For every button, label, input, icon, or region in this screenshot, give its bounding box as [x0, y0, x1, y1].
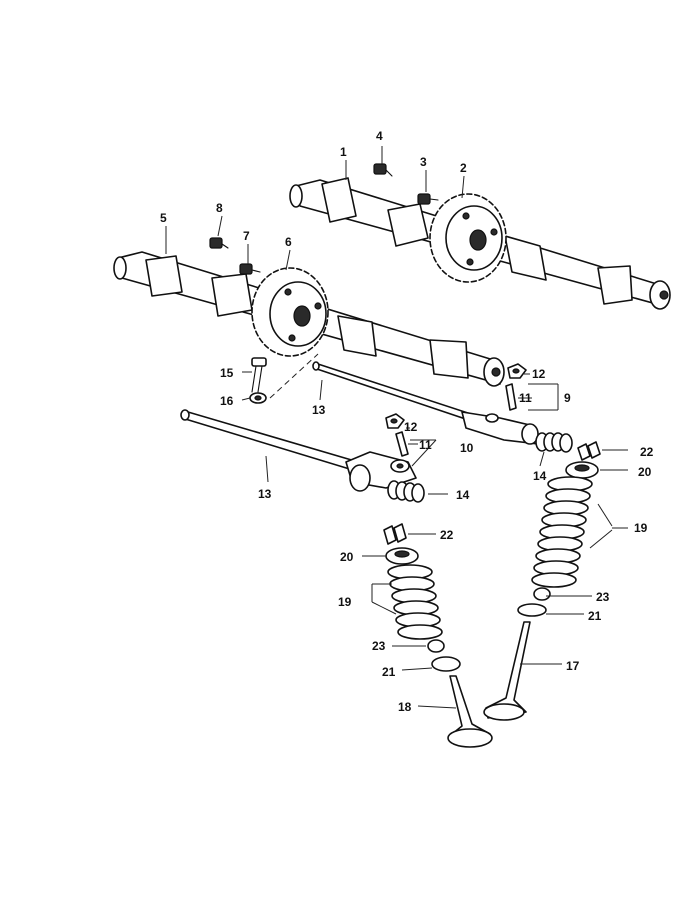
lower-sprocket-pin [209, 237, 229, 249]
upper-rocker-arm [461, 411, 539, 445]
callout-12-upper: 12 [532, 367, 546, 381]
spring-seat-left [431, 656, 461, 672]
callout-16: 16 [220, 394, 234, 408]
upper-cam-sprocket [429, 193, 507, 283]
upper-adjust-nut [507, 363, 527, 379]
callout-11-upper: 11 [519, 391, 532, 405]
valve-stem-seal-right [533, 587, 551, 601]
rocker-spring-lower [387, 480, 425, 503]
callout-7: 7 [243, 229, 250, 243]
lower-cam-sprocket [251, 267, 329, 357]
callout-22-left: 22 [440, 528, 454, 542]
valve-keepers-right [577, 441, 601, 461]
callout-20-right: 20 [638, 465, 652, 479]
leader-lines [165, 146, 628, 709]
valve-keepers-left [383, 523, 407, 545]
callout-21-right: 21 [588, 609, 602, 623]
callout-12-lower: 12 [404, 420, 418, 434]
callout-5: 5 [160, 211, 167, 225]
callout-19-right: 19 [634, 521, 648, 535]
callout-23-right: 23 [596, 590, 610, 604]
lower-sprocket-bolt [239, 263, 261, 275]
callout-20-left: 20 [340, 550, 354, 564]
valve-springs-left [387, 564, 443, 640]
callout-4: 4 [376, 129, 383, 143]
spring-retainer-left [385, 547, 419, 565]
callout-18: 18 [398, 700, 412, 714]
callout-19-left: 19 [338, 595, 352, 609]
lower-rocker-arm [345, 451, 417, 492]
callout-6: 6 [285, 235, 292, 249]
callout-21-left: 21 [382, 665, 396, 679]
exhaust-valve [447, 675, 493, 748]
bolt-washer [249, 392, 267, 404]
lower-adjust-nut [385, 413, 405, 429]
callout-1: 1 [340, 145, 347, 159]
upper-sprocket-pin [373, 163, 393, 177]
spring-seat-right [517, 603, 547, 617]
lower-adjust-screw [395, 431, 409, 457]
callout-17: 17 [566, 659, 580, 673]
callout-13-lower: 13 [258, 487, 272, 501]
rocker-shaft-bolt [251, 357, 267, 393]
callout-15: 15 [220, 366, 234, 380]
callout-3: 3 [420, 155, 427, 169]
callout-14-right: 14 [533, 469, 547, 483]
callout-10: 10 [460, 441, 474, 455]
rocker-spring-right [535, 432, 573, 453]
valve-springs-right [531, 476, 593, 588]
callout-22-right: 22 [640, 445, 654, 459]
callout-2: 2 [460, 161, 467, 175]
upper-sprocket-bolt [417, 193, 439, 205]
callout-8: 8 [216, 201, 223, 215]
upper-adjust-screw [505, 383, 517, 411]
callout-11-lower: 11 [419, 438, 432, 452]
callout-9: 9 [564, 391, 571, 405]
callout-13-upper: 13 [312, 403, 326, 417]
callout-14-lower: 14 [456, 488, 470, 502]
callout-23-left: 23 [372, 639, 386, 653]
callout-labels: 1 4 3 2 5 8 7 6 15 16 13 13 12 11 9 12 1… [160, 129, 654, 714]
valve-stem-seal-left [427, 639, 445, 653]
lower-rocker-shaft [180, 409, 373, 475]
intake-valve [483, 621, 531, 721]
spring-retainer-right [565, 461, 599, 479]
